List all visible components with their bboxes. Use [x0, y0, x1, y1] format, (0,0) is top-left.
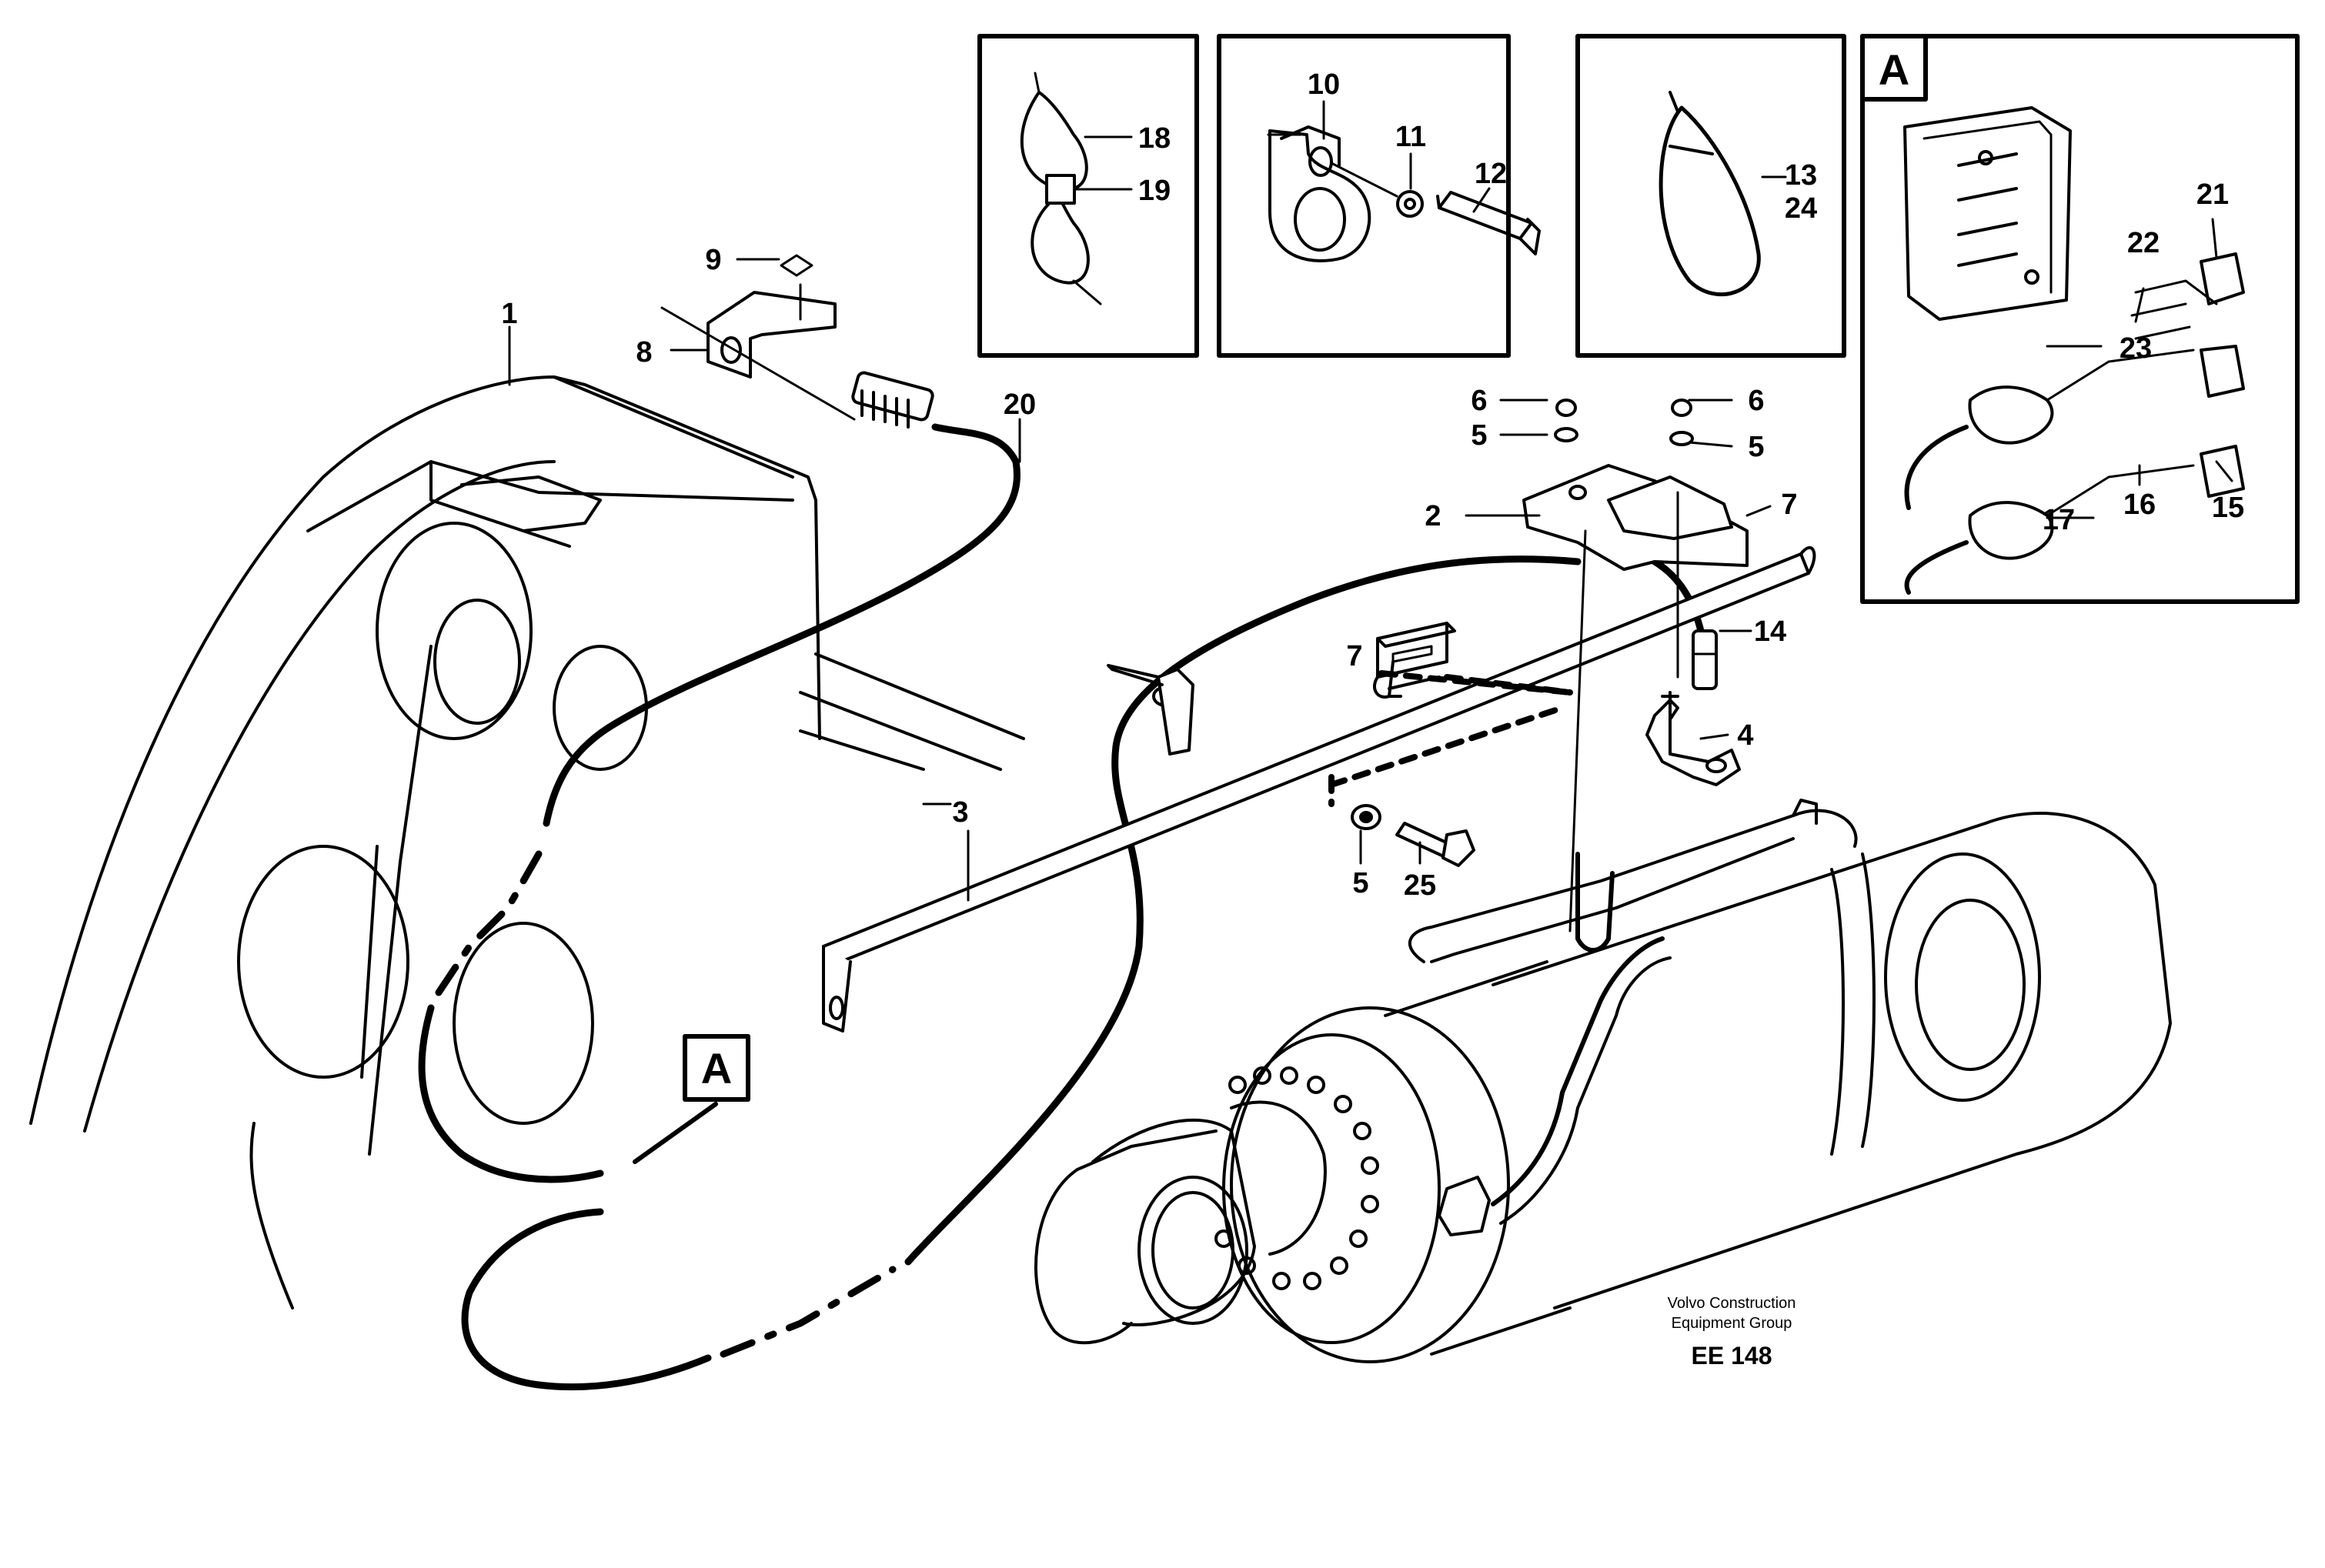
sensor-bracket-8 [660, 254, 934, 429]
callout-22: 22 [2127, 227, 2160, 259]
callout-21: 21 [2196, 178, 2229, 211]
rod-3-assembly [822, 464, 1816, 1033]
callout-7b: 7 [1346, 640, 1362, 672]
callout-25: 25 [1404, 869, 1436, 902]
leader-lines [508, 218, 2233, 902]
hydraulic-cylinder [1034, 799, 2172, 1363]
callout-11: 11 [1395, 121, 1426, 153]
cable-20 [418, 423, 1705, 1391]
callout-7a: 7 [1781, 489, 1797, 521]
footer-company-line1: Volvo Construction [1668, 1295, 1796, 1312]
drawing-code: EE 148 [1692, 1342, 1772, 1369]
callout-5b: 5 [1748, 431, 1764, 463]
callout-18: 18 [1138, 122, 1171, 155]
callout-12: 12 [1475, 158, 1507, 190]
callout-13: 13 [1785, 159, 1817, 192]
bolt-25-assembly [1351, 399, 1694, 867]
callout-10: 10 [1308, 68, 1340, 101]
callout-24: 24 [1785, 192, 1817, 225]
inset-cable-tie [1575, 34, 1846, 358]
detail-marker-a: A [633, 1034, 750, 1164]
callout-labels: 1 2 3 4 5 5 5 6 6 7 7 8 9 10 11 12 13 24… [501, 68, 2244, 902]
footer-company-line2: Equipment Group [1672, 1315, 1792, 1332]
callout-6a: 6 [1471, 385, 1487, 417]
callout-8: 8 [636, 336, 652, 369]
callout-19: 19 [1138, 175, 1171, 207]
callout-1: 1 [501, 298, 517, 330]
callout-3: 3 [952, 796, 968, 829]
inset-a-label: A [1879, 45, 1909, 94]
footer: Volvo Construction Equipment Group EE 14… [1668, 1295, 1796, 1369]
callout-4: 4 [1737, 719, 1753, 752]
callout-20: 20 [1004, 389, 1036, 421]
inset-cable-tie-clip [977, 34, 1199, 358]
callout-5c: 5 [1352, 867, 1368, 899]
boom-structure [29, 375, 1025, 1309]
callout-5a: 5 [1471, 419, 1487, 452]
detail-marker-label: A [701, 1044, 732, 1093]
callout-23: 23 [2120, 332, 2152, 365]
inset-detail-a-connector [1860, 34, 2300, 604]
callout-15: 15 [2212, 492, 2244, 524]
callout-14: 14 [1754, 616, 1786, 648]
inset-clamp-bolt [1217, 34, 1541, 358]
callout-17: 17 [2043, 504, 2075, 536]
callout-16: 16 [2123, 489, 2156, 521]
callout-2: 2 [1425, 500, 1441, 532]
callout-9: 9 [705, 244, 721, 276]
callout-6b: 6 [1748, 385, 1764, 417]
